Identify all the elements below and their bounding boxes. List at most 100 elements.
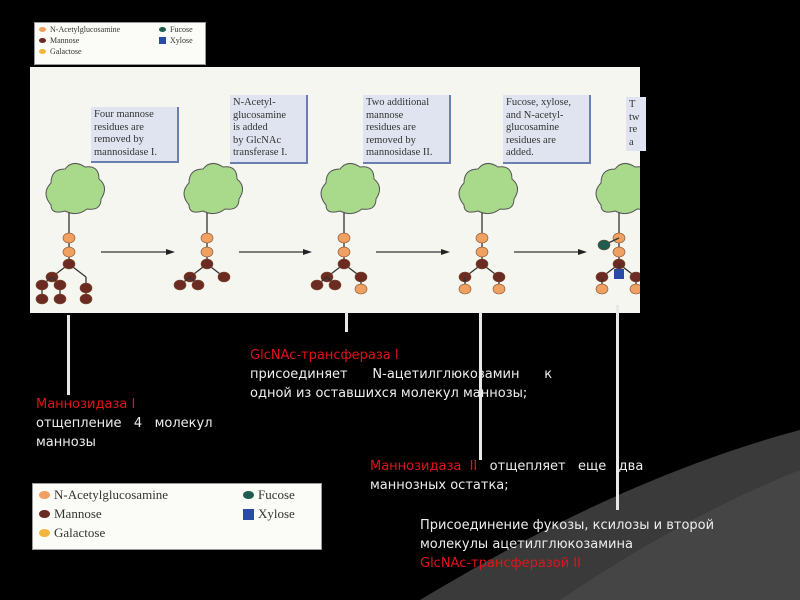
galactose-marker-icon <box>39 528 50 538</box>
pointer-line-4 <box>616 305 619 510</box>
step-box-3: Two additional mannose residues are remo… <box>363 95 451 164</box>
fucose-marker-icon <box>243 490 254 500</box>
mannose-residue <box>328 279 342 291</box>
annotation-title: Маннозидаза I <box>36 397 136 412</box>
glcnac-residue <box>492 283 506 295</box>
mannose-marker-icon <box>39 37 46 44</box>
glcnac-residue <box>475 246 489 258</box>
mannose-residue <box>492 271 506 283</box>
step-box-2: N-Acetyl- glucosamine is added by GlcNAc… <box>230 95 308 164</box>
pointer-line-2 <box>345 312 348 332</box>
legend-label: Galactose <box>50 47 82 56</box>
xylose-marker-icon <box>159 37 166 44</box>
mannose-residue <box>354 271 368 283</box>
annotation-text: отщепляет еще два <box>477 459 644 474</box>
xylose-marker-icon <box>243 508 254 520</box>
arrowhead-icon <box>166 249 175 255</box>
nacetylglucosamine-marker-icon <box>39 490 50 500</box>
nacetylglucosamine-marker-icon <box>39 26 46 33</box>
annotation-title: GlcNAc-трансферазой II <box>420 556 581 571</box>
mannose-residue <box>79 293 93 305</box>
legend-item: Mannose <box>39 36 79 45</box>
arrowhead-icon <box>578 249 587 255</box>
mannose-residue <box>35 293 49 305</box>
legend-item: N-Acetylglucosamine <box>39 487 168 503</box>
protein-cloud-icon <box>45 163 105 215</box>
arrowhead-icon <box>303 249 312 255</box>
mannose-residue <box>191 279 205 291</box>
legend-label: Mannose <box>54 506 102 521</box>
legend-label: Xylose <box>258 506 295 521</box>
mannose-residue <box>35 279 49 291</box>
xylose-residue <box>614 269 624 279</box>
glcnac-residue <box>475 232 489 244</box>
step-box-4: Fucose, xylose, and N-acetyl- glucosamin… <box>503 95 591 164</box>
step-box-5: T tw re a <box>626 97 646 151</box>
annotation-glcnac-transferase-1: GlcNAc-трансфераза I присоединяет N-ацет… <box>250 346 552 403</box>
mannose-residue <box>629 271 640 283</box>
glcnac-residue <box>200 246 214 258</box>
annotation-glcnac-transferase-2: Присоединение фукозы, ксилозы и второй м… <box>420 516 714 573</box>
glcnac-residue <box>337 246 351 258</box>
legend-label: N-Acetylglucosamine <box>50 25 121 34</box>
glcnac-residue <box>458 283 472 295</box>
legend-item: Xylose <box>159 36 193 45</box>
mannose-residue <box>217 271 231 283</box>
glycan-diagram <box>35 163 640 305</box>
pointer-line-3 <box>479 312 482 460</box>
glycan-processing-figure: Four mannose residues are removed by man… <box>30 67 646 313</box>
pointer-line-1 <box>67 315 70 395</box>
legend-label: Fucose <box>170 25 193 34</box>
legend-item: N-Acetylglucosamine <box>39 25 120 34</box>
glcnac-residue <box>62 232 76 244</box>
glcnac-residue <box>612 246 626 258</box>
protein-cloud-icon <box>183 163 243 215</box>
annotation-text: молекулы ацетилглюкозамина <box>420 537 633 552</box>
glcnac-residue <box>62 246 76 258</box>
annotation-title: GlcNAc-трансфераза I <box>250 348 399 363</box>
step-box-1: Four mannose residues are removed by man… <box>91 107 179 163</box>
protein-cloud-icon <box>595 163 640 215</box>
legend-item: Fucose <box>159 25 193 34</box>
mannose-residue <box>79 282 93 294</box>
mannose-residue <box>310 279 324 291</box>
protein-cloud-icon <box>458 163 518 215</box>
mannose-residue <box>337 258 351 270</box>
fucose-residue <box>597 239 611 251</box>
mannose-residue <box>62 258 76 270</box>
mannose-residue <box>53 279 67 291</box>
annotation-text: маннозных остатка; <box>370 478 509 493</box>
legend-label: Mannose <box>50 36 80 45</box>
mannose-residue <box>200 258 214 270</box>
annotation-text: Присоединение фукозы, ксилозы и второй <box>420 518 715 533</box>
arrowhead-icon <box>441 249 450 255</box>
annotation-text: присоединяет N-ацетилглюкозамин к <box>250 367 553 382</box>
glcnac-residue <box>337 232 351 244</box>
galactose-marker-icon <box>39 48 46 55</box>
glcnac-residue <box>354 283 368 295</box>
legend-label: Galactose <box>54 525 106 540</box>
mannose-residue <box>475 258 489 270</box>
mannose-residue <box>53 293 67 305</box>
protein-cloud-icon <box>320 163 380 215</box>
legend-item: Xylose <box>243 506 295 522</box>
annotation-text: отщепление 4 молекул <box>36 416 213 431</box>
legend-item: Fucose <box>243 487 295 503</box>
legend-item: Galactose <box>39 47 82 56</box>
legend-item: Galactose <box>39 525 105 541</box>
mannose-marker-icon <box>39 509 50 519</box>
fucose-marker-icon <box>159 26 166 33</box>
annotation-mannosidase-1: Маннозидаза I отщепление 4 молекул манно… <box>36 395 213 452</box>
legend-label: N-Acetylglucosamine <box>54 487 169 502</box>
glcnac-residue <box>595 283 609 295</box>
legend-label: Xylose <box>170 36 193 45</box>
glcnac-residue <box>200 232 214 244</box>
mannose-residue <box>173 279 187 291</box>
glcnac-residue <box>629 283 640 295</box>
annotation-text: одной из оставшихся молекул маннозы; <box>250 386 528 401</box>
legend-item: Mannose <box>39 506 102 522</box>
annotation-title: Маннозидаза II <box>370 459 478 474</box>
